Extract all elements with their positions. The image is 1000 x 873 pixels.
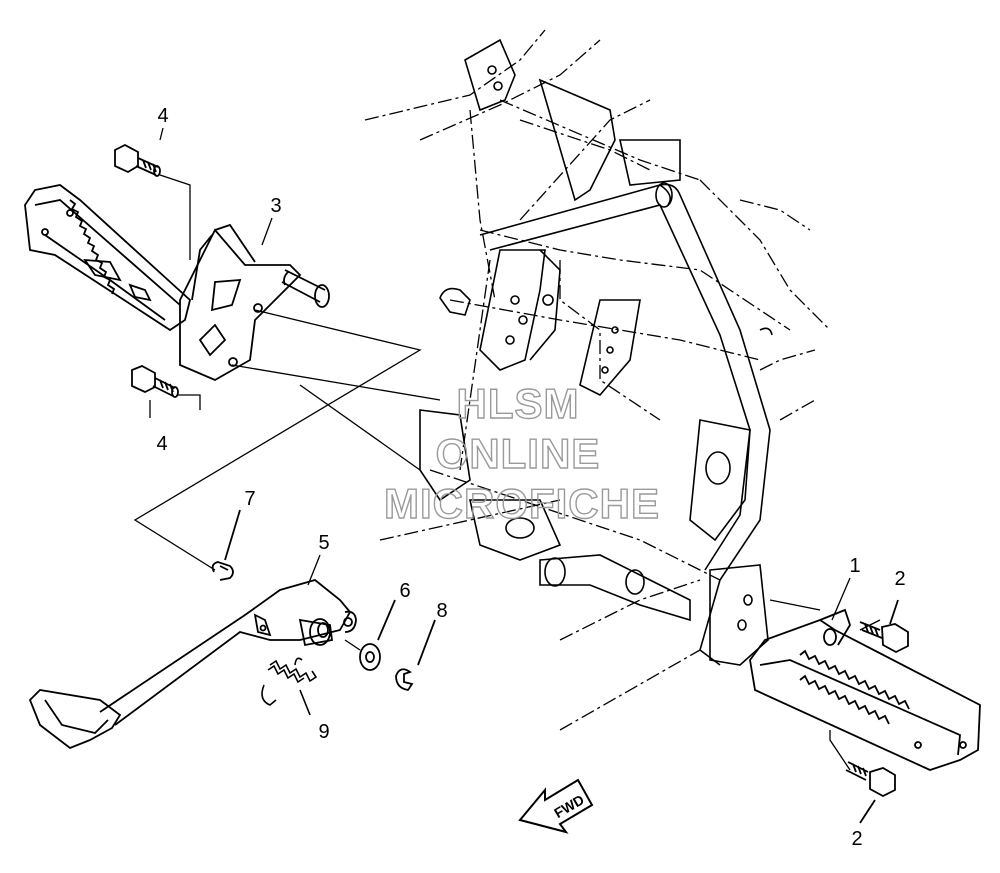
part-4-bolt-lower: [131, 365, 179, 398]
callout-leaders: [261, 217, 851, 621]
callout-1: 1: [849, 555, 860, 577]
left-footpeg: [24, 184, 192, 332]
part-3-bracket: [179, 223, 330, 382]
callouts: 4 3 4 7 5 6 8 9 1 2 2: [156, 105, 905, 850]
part-2-bolt-upper: [859, 599, 909, 654]
callout-4-upper: 4: [157, 105, 168, 127]
part-2-bolt-lower: [845, 761, 896, 824]
frame-tubes: [419, 38, 773, 666]
callout-2-lower: 2: [851, 828, 862, 850]
callout-4-lower: 4: [156, 433, 167, 455]
bolt-leaders: [149, 127, 201, 418]
callout-8: 8: [436, 600, 447, 622]
callout-7: 7: [244, 488, 255, 510]
watermark-line-3: MICROFICHE: [384, 480, 660, 527]
callout-3: 3: [270, 195, 281, 217]
part-5-brake-pedal: [28, 579, 357, 750]
part-6-washer: [359, 599, 396, 671]
watermark: HLSM ONLINE MICROFICHE: [383, 379, 660, 527]
callout-9: 9: [318, 721, 329, 743]
callout-5: 5: [318, 532, 329, 554]
watermark-line-2: ONLINE: [436, 430, 601, 477]
callout-6: 6: [399, 580, 410, 602]
part-9-spring: [261, 657, 318, 716]
frame-outline: [364, 29, 831, 731]
assembly-lines: [133, 309, 881, 771]
part-4-bolt-upper: [114, 143, 161, 177]
part-8-circlip: [395, 619, 436, 691]
part-7-clip: [211, 509, 241, 581]
callout-2-upper: 2: [894, 568, 905, 590]
watermark-line-1: HLSM: [457, 380, 580, 427]
part-1-right-footpeg: [749, 608, 981, 771]
fwd-arrow-icon: FWD: [518, 778, 594, 834]
